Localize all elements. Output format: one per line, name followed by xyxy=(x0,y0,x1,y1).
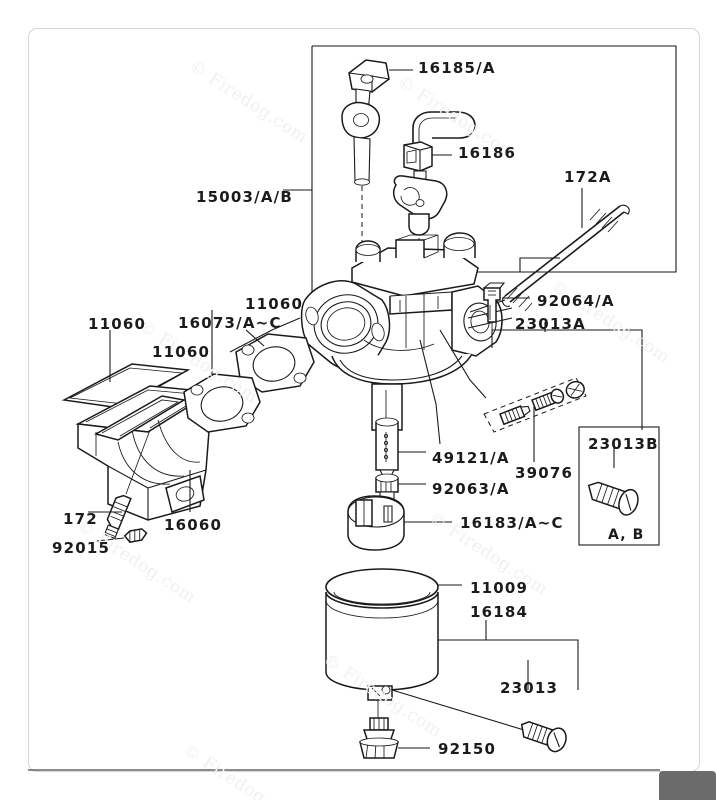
carburetor-body xyxy=(229,232,513,445)
part-11009-bowl-gasket xyxy=(325,568,462,606)
group-bracket-23013a xyxy=(491,322,643,430)
part-label-16184: 16184 xyxy=(470,603,529,621)
part-16073-insulator xyxy=(235,329,315,393)
part-label-11009: 11009 xyxy=(470,579,529,597)
part-11060-gasket-left xyxy=(61,330,191,409)
part-11060-gasket-mid xyxy=(94,395,187,441)
part-172-bolt xyxy=(88,429,151,540)
part-label-16185-a: 16185/A xyxy=(418,59,496,77)
part-16185a-choke-lever xyxy=(341,59,413,250)
part-label-172a: 172A xyxy=(564,168,612,186)
part-label-16073-a-c: 16073/A~C xyxy=(178,314,282,332)
inset-box-23013b xyxy=(578,426,660,546)
part-label-16186: 16186 xyxy=(458,144,517,162)
part-label-39076: 39076 xyxy=(515,464,574,482)
part-label-23013-b: 23013B xyxy=(588,435,659,453)
part-11060-gasket-center xyxy=(183,310,261,433)
part-label-49121-a: 49121/A xyxy=(432,449,510,467)
part-label-92064-a: 92064/A xyxy=(537,292,615,310)
part-23013-drain-screw xyxy=(391,639,579,753)
part-label-92063-a: 92063/A xyxy=(432,480,510,498)
part-label-11060-mid: 11060 xyxy=(152,343,211,361)
part-label-15003-a-b: 15003/A/B xyxy=(196,188,293,206)
part-16183-float xyxy=(347,495,452,551)
part-39076-jet-set xyxy=(483,377,587,462)
part-label-16060: 16060 xyxy=(164,516,223,534)
part-label-23013: 23013 xyxy=(500,679,559,697)
part-label-11060-left: 11060 xyxy=(88,315,147,333)
group-box-15003 xyxy=(283,45,677,300)
part-label-172: 172 xyxy=(63,510,98,528)
part-label-11060-top-center: 11060 xyxy=(245,295,304,313)
part-172a-rod xyxy=(469,188,630,313)
part-label-a-b: A, B xyxy=(608,527,645,543)
corner-tab[interactable] xyxy=(659,771,716,800)
part-label-92015: 92015 xyxy=(52,539,111,557)
part-label-23013a: 23013A xyxy=(515,315,586,333)
part-49121a-needle-valve xyxy=(375,417,426,481)
part-92150-bolt xyxy=(359,717,430,759)
part-16186-throttle-link xyxy=(392,111,476,258)
part-92015-nut xyxy=(96,528,148,543)
part-label-92150: 92150 xyxy=(438,740,497,758)
part-16184-float-bowl xyxy=(325,591,487,730)
part-label-16183-a-c: 16183/A~C xyxy=(460,514,564,532)
